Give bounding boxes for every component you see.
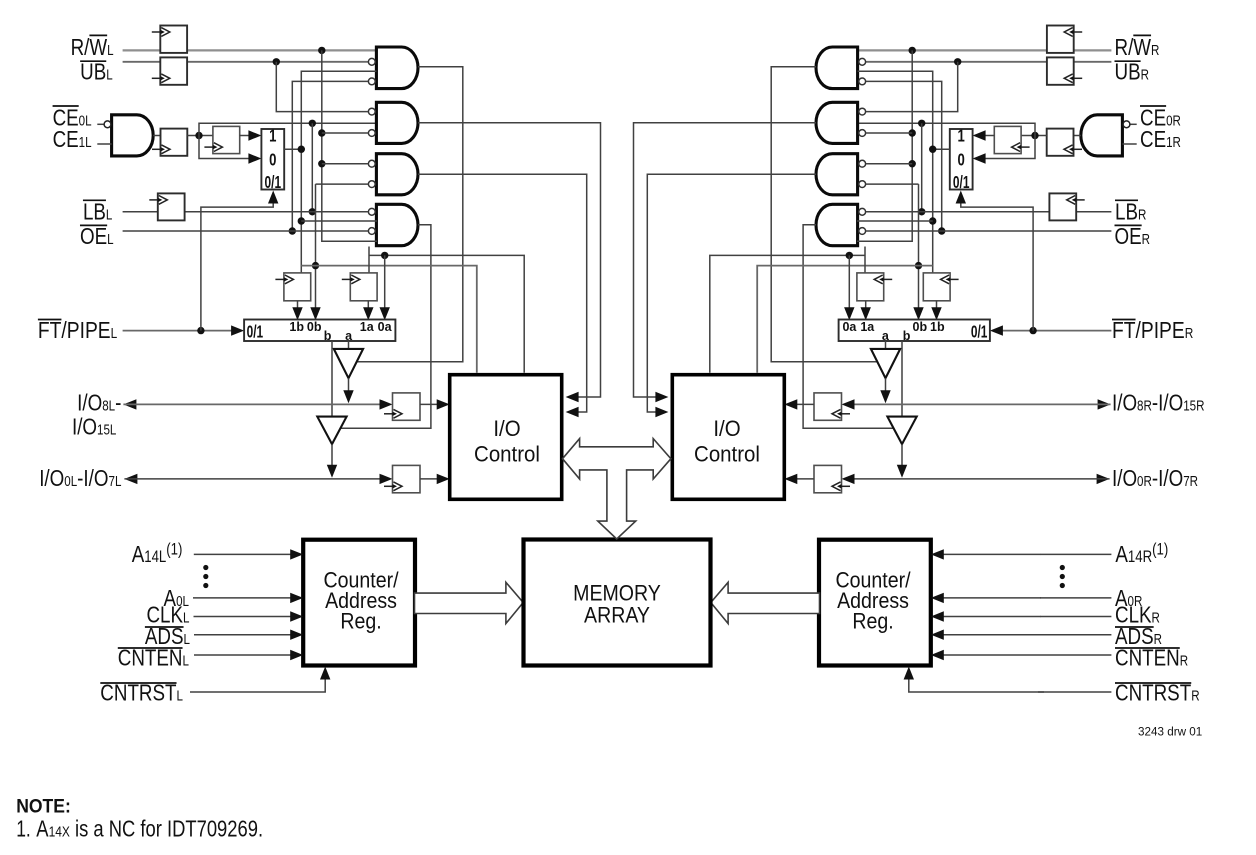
- svg-text:I/O0R-I/O7R: I/O0R-I/O7R: [1112, 465, 1198, 492]
- svg-text:Control: Control: [474, 442, 540, 467]
- svg-text:b: b: [903, 329, 911, 343]
- svg-text:R/WL: R/WL: [71, 34, 114, 61]
- svg-text:0a: 0a: [378, 320, 393, 334]
- svg-text:0: 0: [269, 151, 276, 170]
- svg-text:NOTE:: NOTE:: [16, 795, 71, 817]
- svg-text:FT/PIPEL: FT/PIPEL: [38, 317, 117, 343]
- svg-text:1: 1: [958, 127, 966, 146]
- svg-text:CE1R: CE1R: [1140, 126, 1181, 153]
- svg-text:I/O8L-: I/O8L-: [77, 389, 121, 416]
- svg-text:CNTENL: CNTENL: [118, 645, 189, 672]
- svg-text:UBR: UBR: [1115, 59, 1149, 86]
- svg-text:0/1: 0/1: [971, 322, 988, 342]
- svg-text:1a: 1a: [860, 320, 875, 334]
- svg-text:Counter/: Counter/: [323, 568, 398, 592]
- svg-text:0b: 0b: [913, 320, 928, 334]
- svg-text:CE1L: CE1L: [53, 126, 92, 153]
- svg-text:UBL: UBL: [80, 59, 113, 86]
- svg-text:MEMORY: MEMORY: [573, 581, 661, 605]
- svg-text:0: 0: [958, 151, 965, 170]
- svg-text:Reg.: Reg.: [340, 610, 381, 634]
- svg-text:R/WR: R/WR: [1115, 34, 1160, 61]
- svg-text:I/O15L: I/O15L: [72, 414, 116, 441]
- svg-text:ARRAY: ARRAY: [584, 603, 650, 627]
- svg-text:LBL: LBL: [83, 199, 112, 226]
- svg-text:A0R: A0R: [1115, 585, 1142, 612]
- svg-text:LBR: LBR: [1115, 199, 1146, 226]
- svg-text:0/1: 0/1: [247, 322, 264, 342]
- svg-text:A0L: A0L: [164, 585, 189, 612]
- svg-text:CE0L: CE0L: [53, 104, 92, 131]
- svg-text:I/O0L-I/O7L: I/O0L-I/O7L: [39, 465, 121, 492]
- svg-text:Counter/: Counter/: [835, 568, 910, 592]
- svg-text:OEL: OEL: [80, 223, 114, 250]
- svg-text:1.: 1.: [16, 817, 31, 842]
- svg-text:CE0R: CE0R: [1140, 104, 1181, 131]
- svg-text:Address: Address: [325, 589, 397, 613]
- svg-text:1a: 1a: [360, 320, 375, 334]
- svg-text:I/O: I/O: [493, 417, 520, 442]
- svg-text:CLKR: CLKR: [1115, 602, 1160, 629]
- svg-text:0b: 0b: [307, 320, 322, 334]
- svg-text:FT/PIPER: FT/PIPER: [1112, 317, 1193, 343]
- svg-text:1b: 1b: [930, 320, 945, 334]
- svg-text:I/O8R-I/O15R: I/O8R-I/O15R: [1112, 389, 1204, 416]
- svg-text:a: a: [345, 329, 353, 343]
- svg-text:OER: OER: [1115, 223, 1151, 250]
- svg-text:CLKL: CLKL: [146, 602, 189, 629]
- svg-text:CNTENR: CNTENR: [1115, 645, 1188, 672]
- svg-text:1: 1: [269, 127, 277, 146]
- svg-text:Control: Control: [694, 442, 760, 467]
- svg-text:1b: 1b: [289, 320, 304, 334]
- svg-text:0/1: 0/1: [265, 173, 282, 193]
- svg-text:I/O: I/O: [713, 417, 740, 442]
- svg-text:0a: 0a: [842, 320, 857, 334]
- svg-text:3243 drw 01: 3243 drw 01: [1138, 724, 1203, 738]
- svg-text:Reg.: Reg.: [852, 610, 893, 634]
- svg-text:A14X is a NC for IDT709269.: A14X is a NC for IDT709269.: [36, 817, 263, 842]
- svg-text:Address: Address: [837, 589, 909, 613]
- svg-text:0/1: 0/1: [953, 173, 970, 193]
- svg-text:a: a: [882, 329, 890, 343]
- svg-text:b: b: [324, 329, 332, 343]
